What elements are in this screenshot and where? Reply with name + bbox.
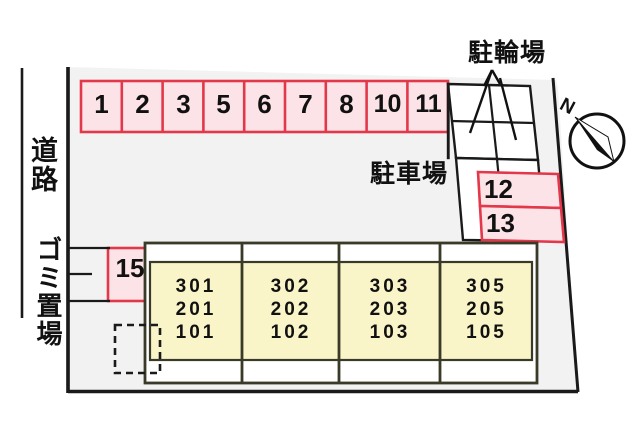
parking-stall-8[interactable]: 8	[339, 89, 354, 119]
unit-column-1: 301 201 101	[150, 275, 242, 344]
unit-302: 302	[270, 276, 312, 297]
unit-column-3: 303 203 103	[340, 275, 440, 344]
parking-stall-11[interactable]: 11	[415, 90, 442, 118]
unit-column-2: 302 202 102	[243, 275, 339, 344]
apartment-building	[143, 241, 539, 385]
unit-205: 205	[466, 299, 507, 320]
unit-301: 301	[175, 276, 217, 297]
parking-stall-1[interactable]: 1	[94, 89, 109, 119]
parking-stall-3[interactable]: 3	[176, 89, 191, 119]
parking-stall-13[interactable]: 13	[486, 208, 515, 238]
unit-201: 201	[175, 299, 217, 320]
stall-13-shape	[478, 204, 566, 244]
unit-102: 102	[270, 322, 312, 343]
parking-stall-15[interactable]: 15	[115, 253, 145, 283]
parking-stall-12[interactable]: 12	[484, 174, 513, 204]
unit-305: 305	[466, 276, 507, 297]
building-unit-band	[148, 260, 534, 362]
garbage-area-label: ゴミ置場	[32, 236, 62, 348]
parking-stall-10[interactable]: 10	[373, 90, 402, 118]
parking-stall-2[interactable]: 2	[135, 89, 150, 119]
unit-203: 203	[369, 299, 411, 320]
parking-stall-6[interactable]: 6	[257, 89, 272, 119]
unit-column-4: 305 205 105	[441, 275, 532, 344]
compass-rose	[568, 112, 626, 170]
bicycle-parking-arrowhead	[482, 69, 502, 87]
bicycle-parking-leader-arrow	[468, 69, 494, 134]
lot-outline-right-slant	[551, 77, 580, 393]
road-label: 道路	[26, 136, 57, 194]
parking-lot-label: 駐車場	[370, 159, 449, 188]
dashed-structure-outline	[113, 323, 162, 375]
bicycle-parking-label: 駐輪場	[468, 38, 547, 67]
unit-303: 303	[369, 276, 411, 297]
parking-stalls-right	[476, 170, 566, 244]
unit-202: 202	[270, 299, 312, 320]
unit-101: 101	[175, 322, 217, 343]
unit-105: 105	[466, 322, 507, 343]
bicycle-parking-leader-arrow-2	[498, 77, 518, 141]
parking-stall-5[interactable]: 5	[216, 89, 231, 119]
unit-103: 103	[369, 322, 411, 343]
parking-stall-7[interactable]: 7	[298, 89, 313, 119]
